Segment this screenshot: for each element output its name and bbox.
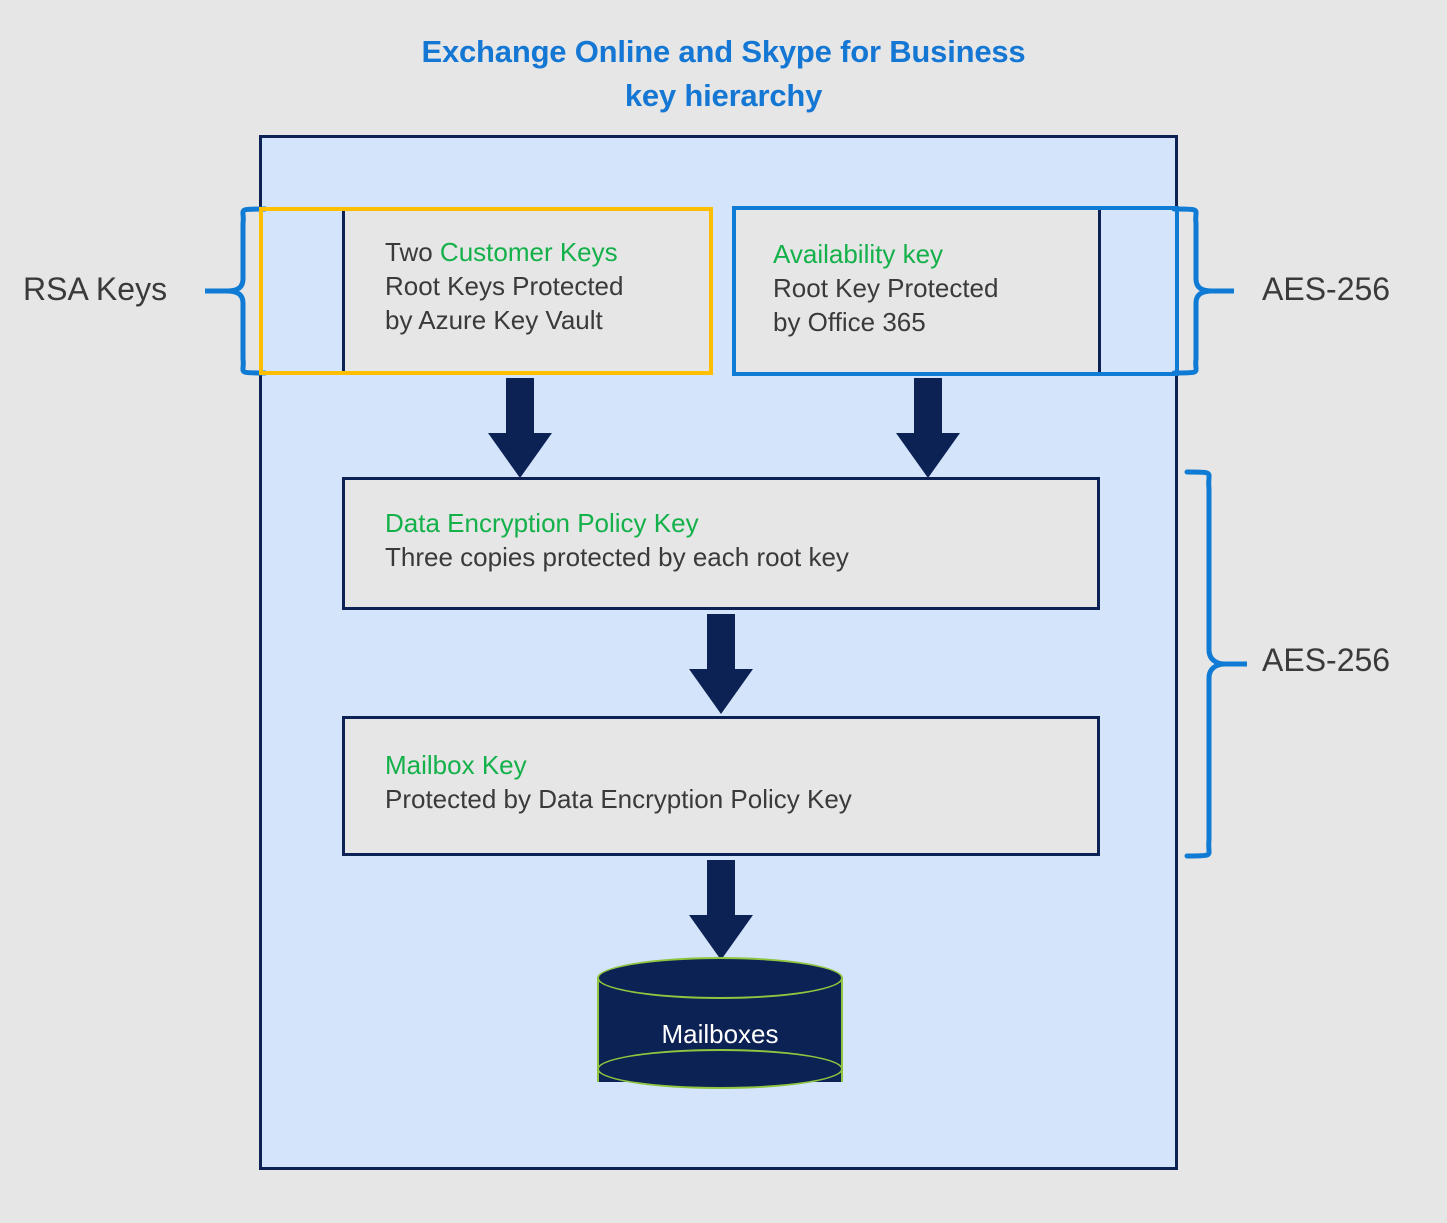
customer-keys-line-2: Root Keys Protected (385, 270, 624, 301)
cylinder-top-ellipse (597, 957, 843, 999)
availability-key-line-2: Root Key Protected (773, 272, 999, 303)
data-encryption-policy-key-text: Data Encryption Policy Key Three copies … (385, 507, 849, 575)
aes-256-top-brace-icon (1171, 206, 1234, 376)
arrow-shaft (707, 614, 735, 672)
down-arrow-icon-mailbox-key (689, 860, 753, 960)
down-arrow-icon-availability-key (896, 378, 960, 478)
mailbox-key-box: Mailbox Key Protected by Data Encryption… (342, 716, 1100, 856)
availability-key-text: Availability key Root Key Protected by O… (773, 238, 998, 339)
customer-keys-text: Two Customer Keys Root Keys Protected by… (385, 236, 623, 337)
arrow-head (488, 433, 552, 478)
down-arrow-icon-customer-keys (488, 378, 552, 478)
data-encryption-policy-key-line-2: Three copies protected by each root key (385, 541, 849, 572)
availability-key-line-3: by Office 365 (773, 306, 926, 337)
availability-key-group-frame (732, 206, 1179, 376)
arrow-shaft (707, 860, 735, 918)
mailbox-key-highlight: Mailbox Key (385, 750, 527, 780)
mailboxes-label: Mailboxes (661, 1019, 779, 1049)
arrow-head (689, 915, 753, 960)
aes-256-bottom-label: AES-256 (1262, 642, 1391, 678)
cylinder-bottom-ellipse (597, 1049, 843, 1089)
data-encryption-policy-key-highlight: Data Encryption Policy Key (385, 508, 699, 538)
database-cylinder-icon-mailboxes: Mailboxes (597, 957, 843, 1089)
arrow-head (896, 433, 960, 478)
arrow-shaft (914, 378, 942, 436)
rsa-keys-label: RSA Keys (23, 271, 168, 307)
customer-keys-highlight: Customer Keys (439, 237, 618, 267)
page-title-line-2: key hierarchy (624, 78, 823, 114)
availability-key-box: Availability key Root Key Protected by O… (733, 208, 1101, 374)
customer-keys-line-3: by Azure Key Vault (385, 304, 603, 335)
availability-key-highlight: Availability key (773, 239, 944, 269)
data-encryption-policy-key-box: Data Encryption Policy Key Three copies … (342, 477, 1100, 610)
rsa-keys-group-frame (259, 207, 713, 375)
down-arrow-icon-data-encryption-policy-key (689, 614, 753, 714)
aes-256-top-label: AES-256 (1262, 271, 1391, 307)
customer-keys-line-1: Two Customer Keys (385, 236, 623, 270)
page-title-line-1: Exchange Online and Skype for Business (421, 34, 1026, 69)
arrow-shaft (506, 378, 534, 436)
arrow-head (689, 669, 753, 714)
mailbox-key-line-2: Protected by Data Encryption Policy Key (385, 783, 852, 814)
aes-256-bottom-brace-icon (1184, 469, 1247, 859)
mailbox-key-text: Mailbox Key Protected by Data Encryption… (385, 749, 852, 817)
rsa-keys-brace-icon (205, 206, 268, 376)
customer-keys-box: Two Customer Keys Root Keys Protected by… (342, 208, 712, 374)
page-title: Exchange Online and Skype for Business k… (0, 30, 1447, 118)
customer-keys-prefix: Two (385, 237, 440, 267)
